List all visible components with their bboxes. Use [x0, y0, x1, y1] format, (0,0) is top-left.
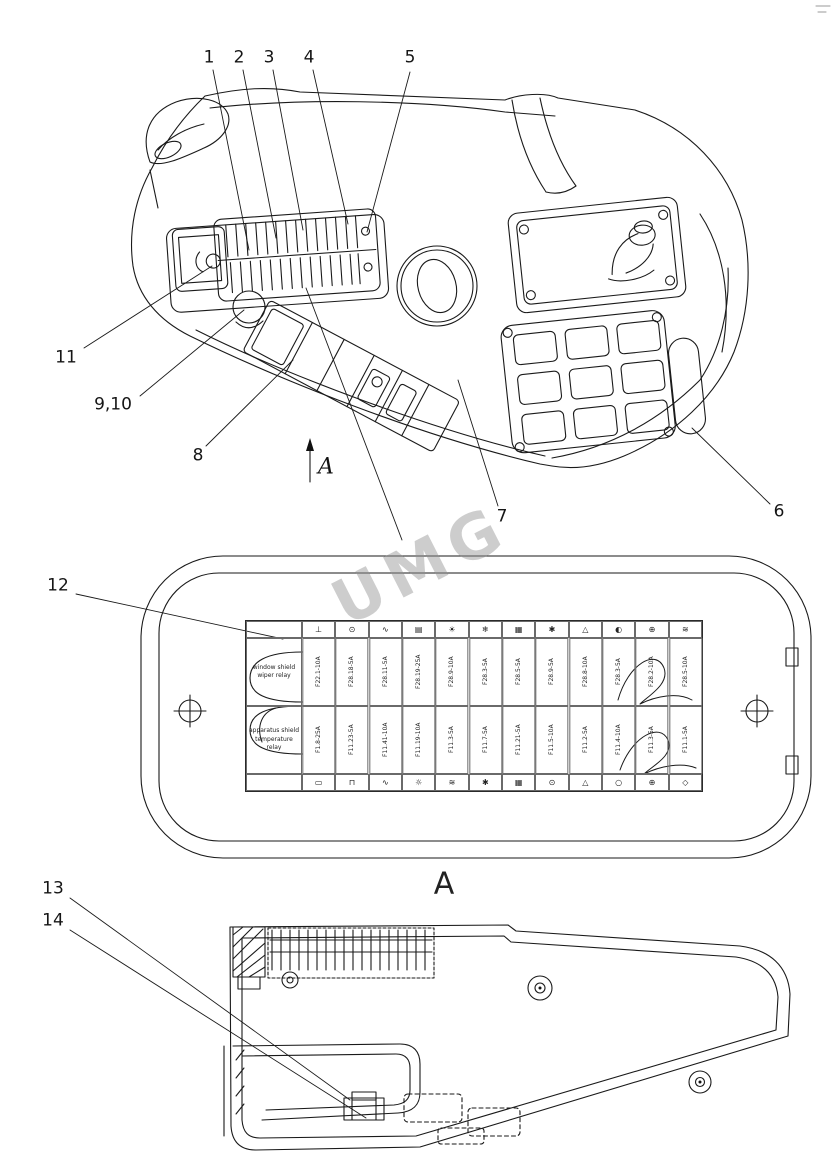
hatch-block [232, 926, 266, 990]
fuse-strip-edge [267, 927, 435, 989]
fuse-label-cell: F11.41-10A [368, 706, 402, 774]
screw-lower [688, 1070, 712, 1094]
callout-12: 12 [47, 575, 69, 596]
fuse-label-cell: F11.3-5A [635, 706, 669, 774]
fuse-label-cell: F11.1-5A [668, 706, 702, 774]
legend-icon-top-4: ▤ [401, 621, 436, 638]
fuse-label-cell: F1.8-25A [302, 706, 336, 774]
fuse-label-cell: F11.23-5A [335, 706, 369, 774]
fuse-label-cell: F28.19-25A [401, 638, 436, 706]
callout-13: 13 [42, 878, 64, 899]
screw-upper [527, 975, 553, 1001]
under-panel-module [232, 1043, 521, 1145]
fuse-label-cell: F28.8-10A [568, 638, 602, 706]
legend-icon-top-6: ❄ [468, 621, 502, 638]
fuse-block [165, 208, 390, 313]
callout-6: 6 [773, 501, 785, 522]
knob [232, 290, 266, 329]
legend-icon-top-11: ⊕ [635, 621, 669, 638]
control-plate [507, 196, 687, 314]
fuse-label-cell: F11.3-5A [435, 706, 469, 774]
fuse-label-cell: F28.3-5A [601, 638, 636, 706]
legend-icon-top-2: ⊙ [335, 621, 369, 638]
legend-icon-top-7: ▦ [501, 621, 536, 638]
fuse-label-cell: F28.18-5A [335, 638, 369, 706]
legend-icon-top-5: ☀ [435, 621, 469, 638]
callout-5: 5 [404, 47, 416, 68]
callout-3: 3 [263, 47, 275, 68]
fuse-panel-cover [140, 555, 812, 859]
view-arrow [306, 438, 314, 483]
fuse-label-cell: F11.2-5A [568, 706, 602, 774]
legend-left-label-2: apparatus shield temperature relay [246, 706, 302, 774]
fuse-label-cell: F28.3-5A [468, 638, 502, 706]
fuse-label-cell: F28.5-5A [501, 638, 536, 706]
mounting-screw-right [740, 694, 774, 728]
fuse-label-cell: F28.5-10A [668, 638, 702, 706]
legend-icon-top-8: ✱ [535, 621, 569, 638]
legend-corner [246, 774, 302, 791]
legend-icon-bottom-12: ◇ [668, 774, 702, 791]
dashed-relays [403, 1093, 521, 1145]
fuse-label-cell: F28.2-10A [635, 638, 669, 706]
legend-icon-bottom-10: ○ [601, 774, 636, 791]
fuse-label-cell: F28.11-5A [368, 638, 402, 706]
legend-left-label-1: window shield wiper relay [246, 638, 302, 706]
legend-icon-bottom-6: ✱ [468, 774, 502, 791]
gauge-dial [396, 245, 478, 327]
fuse-legend-table: ⊥ ⊙ ∿ ▤ ☀ ❄ ▦ ✱ △ ◐ ⊕ ≋ window shield wi… [245, 620, 703, 792]
switch-blank-row [243, 300, 459, 452]
legend-icon-top-9: △ [568, 621, 602, 638]
leader-lines-top [69, 69, 771, 1119]
fuse-label-cell: F11.5-10A [535, 706, 569, 774]
legend-icon-bottom-5: ≋ [435, 774, 469, 791]
relay-module [171, 226, 229, 292]
callout-9-10: 9,10 [94, 394, 132, 415]
fuse-label-cell: F11.19-10A [401, 706, 436, 774]
fuse-label-cell: F11.21-5A [501, 706, 536, 774]
callout-4: 4 [303, 47, 315, 68]
fuse-label-cell: F11.7-5A [468, 706, 502, 774]
joystick [608, 220, 656, 282]
legend-icon-bottom-4: ☼ [401, 774, 436, 791]
legend-icon-top-1: ⊥ [302, 621, 336, 638]
mounting-screw-left [173, 694, 207, 728]
callout-8: 8 [192, 445, 204, 466]
console-top-view [130, 87, 749, 469]
callout-14: 14 [42, 910, 64, 931]
legend-icon-bottom-3: ∿ [368, 774, 402, 791]
callout-1: 1 [203, 47, 215, 68]
legend-icon-top-12: ≋ [668, 621, 702, 638]
legend-icon-top-10: ◐ [601, 621, 636, 638]
section-arrow-label: A [318, 454, 334, 480]
legend-icon-bottom-1: ▭ [302, 774, 336, 791]
fuse-label-cell: F28.9-5A [535, 638, 569, 706]
legend-corner [246, 621, 302, 638]
legend-squiggles [259, 658, 697, 775]
callout-2: 2 [233, 47, 245, 68]
legend-icon-bottom-8: ⊙ [535, 774, 569, 791]
callout-7: 7 [496, 506, 508, 527]
fuse-label-cell: F22.1-10A [302, 638, 336, 706]
legend-icon-top-3: ∿ [368, 621, 402, 638]
legend-icon-bottom-2: ⊓ [335, 774, 369, 791]
fuse-label-cell: F28.9-10A [435, 638, 469, 706]
corner-marks [815, 5, 831, 13]
legend-icon-bottom-11: ⊕ [635, 774, 669, 791]
legend-icon-bottom-7: ▦ [501, 774, 536, 791]
steering-shroud [145, 97, 230, 209]
column-silhouette [511, 97, 577, 194]
section-view-label: A [433, 866, 455, 902]
button-panel [500, 310, 676, 454]
handle-slot [668, 337, 706, 435]
legend-icon-bottom-9: △ [568, 774, 602, 791]
callout-11: 11 [55, 347, 77, 368]
fuse-label-cell: F11.4-10A [601, 706, 636, 774]
console-side-view [223, 924, 791, 1151]
relay-box [343, 1091, 385, 1121]
